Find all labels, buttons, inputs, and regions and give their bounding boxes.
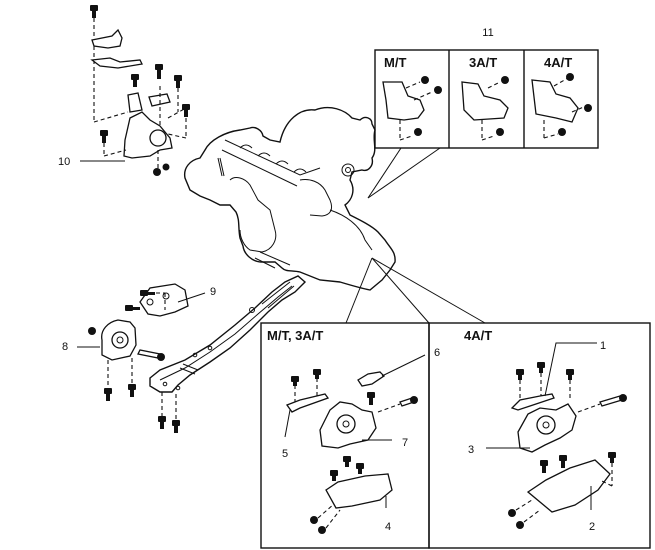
callout-3: 3: [468, 444, 474, 456]
bolt-icon: [104, 388, 112, 401]
bolt-icon: [182, 104, 190, 117]
bolt-icon: [313, 369, 321, 379]
inset-11-panel-label-mt: M/T: [384, 55, 406, 70]
bolt-icon: [516, 369, 524, 380]
bolt-icon: [310, 516, 326, 534]
bolt-icon: [559, 455, 567, 468]
bolt-icon: [496, 76, 509, 136]
bolt-icon: [88, 327, 96, 335]
callout-1: 1: [600, 340, 606, 352]
bolt-icon: [172, 420, 180, 433]
callout-4: 4: [385, 521, 391, 533]
bolt-icon: [125, 305, 140, 311]
bolt-icon: [162, 163, 170, 171]
callout-5: 5: [282, 448, 288, 460]
bolt-icon: [508, 509, 524, 529]
callout-9: 9: [210, 286, 216, 298]
bolt-icon: [140, 290, 155, 296]
bolt-icon: [100, 130, 108, 143]
bolt-icon: [155, 64, 163, 79]
bolt-icon: [330, 470, 338, 481]
bolt-icon: [291, 376, 299, 386]
mount-assembly-8: [77, 319, 165, 401]
bolt-icon: [558, 73, 592, 136]
callout-7: 7: [402, 437, 408, 449]
inset-11-panel-label-4at: 4A/T: [544, 55, 572, 70]
inset-4at: [371, 257, 651, 549]
inset-4at-title: 4A/T: [464, 328, 492, 343]
mount-assembly-10: [80, 5, 190, 176]
bolt-icon: [566, 369, 574, 380]
front-crossmember: [149, 275, 307, 433]
inset-11-panel-label-3at: 3A/T: [469, 55, 497, 70]
mount-assembly-9: [125, 283, 206, 317]
bolt-icon: [343, 456, 351, 467]
bolt-icon: [158, 416, 166, 429]
callout-10: 10: [58, 156, 70, 168]
bolt-icon: [131, 74, 139, 87]
inset-mt-3at-title: M/T, 3A/T: [267, 328, 323, 343]
inset-mt-3at: [260, 257, 430, 549]
callout-6: 6: [434, 347, 440, 359]
bolt-icon: [90, 5, 98, 18]
engine-assembly: [183, 106, 396, 291]
bolt-icon: [410, 396, 418, 404]
bolt-icon: [153, 168, 161, 176]
bolt-icon: [174, 75, 182, 88]
bolt-icon: [619, 394, 627, 402]
bolt-icon: [356, 463, 364, 474]
bolt-icon: [608, 452, 616, 463]
bolt-icon: [367, 392, 375, 405]
callout-8: 8: [62, 341, 68, 353]
bolt-icon: [128, 384, 136, 397]
bolt-icon: [414, 76, 442, 136]
callout-2: 2: [589, 521, 595, 533]
inset-11: [367, 49, 599, 199]
bolt-icon: [157, 353, 165, 361]
bolt-icon: [540, 460, 548, 473]
callout-11: 11: [482, 27, 493, 39]
bolt-icon: [537, 362, 545, 373]
